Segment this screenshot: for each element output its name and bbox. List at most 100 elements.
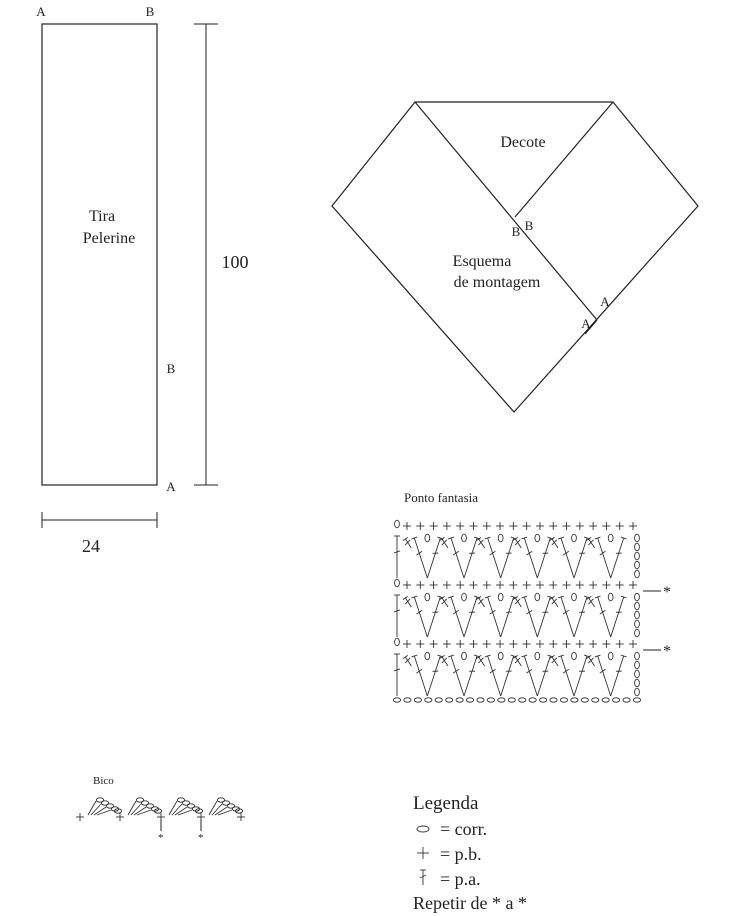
chain-icon — [226, 803, 236, 809]
double-crochet-icon — [558, 595, 575, 638]
double-crochet-icon — [402, 595, 412, 608]
single-crochet-icon — [456, 522, 465, 530]
strip-label-line2: Pelerine — [83, 230, 135, 247]
chain-icon — [465, 697, 475, 703]
chain-icon — [234, 808, 244, 814]
double-crochet-icon — [549, 654, 559, 667]
double-crochet-icon — [594, 654, 612, 697]
chain-icon — [486, 697, 495, 703]
chain-icon — [497, 592, 504, 602]
edging-fan — [208, 797, 244, 816]
double-crochet-icon — [536, 654, 554, 697]
chain-icon — [634, 592, 640, 602]
double-crochet-icon — [411, 536, 428, 579]
chain-icon — [634, 678, 640, 688]
double-crochet-icon — [500, 595, 517, 638]
single-crochet-icon — [482, 640, 491, 648]
chain-icon — [424, 533, 431, 543]
double-crochet-icon — [549, 536, 559, 549]
repeat-marker: * — [663, 584, 671, 601]
single-crochet-icon — [416, 522, 425, 530]
chain-icon — [140, 800, 150, 806]
double-crochet-icon — [393, 535, 401, 578]
single-crochet-icon — [416, 640, 425, 648]
width-value: 24 — [82, 536, 100, 556]
chain-icon — [434, 697, 443, 703]
single-crochet-icon — [589, 640, 598, 648]
single-crochet-icon — [429, 522, 438, 530]
double-crochet-icon — [463, 654, 480, 697]
strip-corner-top-left: A — [36, 4, 46, 19]
strip-label-line1: Tira — [89, 208, 115, 225]
chain-icon — [392, 697, 402, 703]
chain-icon — [497, 651, 504, 661]
single-crochet-icon — [615, 522, 624, 530]
chain-icon — [634, 619, 640, 629]
double-crochet-icon — [549, 595, 559, 608]
chain-icon — [424, 651, 431, 661]
chain-icon — [634, 610, 640, 620]
double-crochet-icon — [594, 536, 612, 579]
double-crochet-icon — [411, 595, 428, 638]
double-crochet-icon — [475, 595, 486, 608]
chain-icon — [221, 800, 231, 806]
double-crochet-icon — [521, 595, 538, 638]
chain-icon — [186, 803, 196, 809]
single-crochet-icon — [549, 581, 558, 589]
double-crochet-icon — [484, 595, 502, 638]
single-crochet-icon — [496, 640, 505, 648]
double-crochet-icon — [610, 536, 627, 579]
point-a-upper: A — [600, 294, 610, 309]
double-crochet-icon — [585, 536, 596, 549]
chain-icon — [634, 660, 640, 670]
double-crochet-icon — [521, 654, 538, 697]
double-crochet-icon — [448, 654, 465, 697]
double-crochet-icon — [521, 536, 538, 579]
single-crochet-icon — [575, 581, 584, 589]
single-crochet-icon — [429, 640, 438, 648]
double-crochet-icon — [475, 536, 486, 549]
width-dimension: 24 — [41, 512, 158, 556]
strip-corner-bottom-right: A — [166, 479, 176, 494]
single-crochet-icon — [615, 581, 624, 589]
double-crochet-icon — [573, 536, 590, 579]
chain-icon — [571, 592, 577, 602]
chain-icon — [570, 697, 579, 703]
single-crochet-icon — [442, 581, 451, 589]
single-crochet-icon — [589, 522, 598, 530]
chain-icon — [455, 697, 464, 703]
single-crochet-icon — [403, 640, 411, 648]
single-crochet-icon — [469, 522, 478, 530]
chain-icon — [534, 533, 541, 543]
single-crochet-icon — [403, 581, 411, 589]
single-crochet-icon — [602, 581, 611, 589]
single-crochet-icon — [535, 640, 544, 648]
edging-chart: ** — [76, 797, 245, 844]
single-crochet-icon — [482, 581, 491, 589]
chain-icon — [634, 533, 640, 543]
single-crochet-icon — [589, 581, 598, 589]
double-crochet-icon — [426, 536, 444, 579]
single-crochet-icon — [76, 813, 84, 821]
chain-icon — [634, 542, 640, 552]
chain-icon — [634, 551, 640, 561]
single-crochet-icon — [482, 522, 491, 530]
chain-icon — [634, 651, 640, 661]
single-crochet-icon — [429, 581, 438, 589]
double-crochet-icon — [393, 653, 401, 696]
chain-icon — [194, 808, 204, 814]
single-crochet-icon — [602, 522, 611, 530]
stitch-chart-row: * — [393, 578, 671, 638]
point-a-lower: A — [581, 316, 591, 331]
double-crochet-icon — [573, 595, 590, 638]
repeat-marker: * — [663, 643, 671, 660]
double-crochet-icon — [402, 536, 412, 549]
stitch-chart-title: Ponto fantasia — [404, 490, 478, 505]
chain-icon — [153, 808, 163, 814]
chain-icon — [559, 697, 569, 703]
chain-icon — [445, 697, 454, 703]
chain-icon — [634, 569, 640, 579]
double-crochet-icon — [484, 536, 502, 579]
single-crochet-icon — [456, 640, 465, 648]
assembly-label-line1: Esquema — [453, 253, 512, 270]
